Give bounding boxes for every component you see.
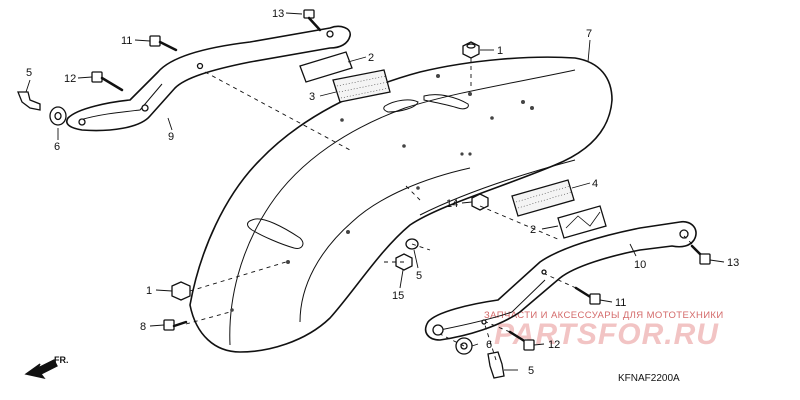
reflector-right <box>511 179 607 239</box>
callout-13-right: 13 <box>727 257 739 269</box>
callout-1-top: 1 <box>497 45 503 57</box>
callout-14: 14 <box>446 198 458 210</box>
callout-1-left: 1 <box>146 285 152 297</box>
callout-labels: 13 11 5 12 6 9 2 3 1 7 4 14 2 5 15 1 8 1… <box>26 8 739 377</box>
callout-5-top: 5 <box>26 67 32 79</box>
callout-12-top: 12 <box>64 73 76 85</box>
callout-4: 4 <box>592 178 598 190</box>
bolt-13-top <box>303 9 322 32</box>
bolt-11-right <box>574 286 601 305</box>
callout-13-top: 13 <box>272 8 284 20</box>
bolt-11-top <box>149 35 178 52</box>
callout-12-bottom: 12 <box>548 339 560 351</box>
rear-fender <box>189 56 613 353</box>
nut-1-left <box>171 281 191 301</box>
callout-6-bottom: 6 <box>486 339 492 351</box>
nut-1-top <box>462 41 480 59</box>
reflector-top <box>299 51 391 103</box>
callout-15: 15 <box>392 290 404 302</box>
callout-10: 10 <box>634 259 646 271</box>
callout-11-top: 11 <box>121 35 132 47</box>
upper-side-rail <box>66 25 351 132</box>
diagram-code: KFNAF2200A <box>618 373 680 384</box>
leader-lines <box>25 12 725 371</box>
callout-2-top: 2 <box>368 52 374 64</box>
callout-6-top: 6 <box>54 141 60 153</box>
front-arrow-label: FR. <box>54 355 69 365</box>
bolt-13-right <box>690 244 711 265</box>
watermark: PARTSFOR.RU ЗАПЧАСТИ И АКСЕССУАРЫ ДЛЯ МО… <box>484 310 724 351</box>
screw-5-top <box>17 91 41 111</box>
nut-14 <box>471 193 489 211</box>
callout-2-mid: 2 <box>530 224 536 236</box>
callout-9: 9 <box>168 131 174 143</box>
bolt-12-top <box>91 71 124 92</box>
lower-side-rail <box>424 220 697 341</box>
callout-3: 3 <box>309 91 315 103</box>
callout-11-right: 11 <box>615 297 626 309</box>
bolt-8-left <box>163 319 188 331</box>
callout-7: 7 <box>586 28 592 40</box>
callout-5-bottom: 5 <box>528 365 534 377</box>
front-direction-arrow: FR. <box>24 355 69 380</box>
callout-8: 8 <box>140 321 146 333</box>
assembly-lines <box>185 58 693 361</box>
callout-5-mid: 5 <box>416 270 422 282</box>
washer-6-top <box>49 106 67 126</box>
screw-5-bottom <box>487 351 505 379</box>
bolt-12-bottom <box>508 330 535 351</box>
watermark-text: ЗАПЧАСТИ И АКСЕССУАРЫ ДЛЯ МОТОТЕХНИКИ <box>484 310 724 321</box>
